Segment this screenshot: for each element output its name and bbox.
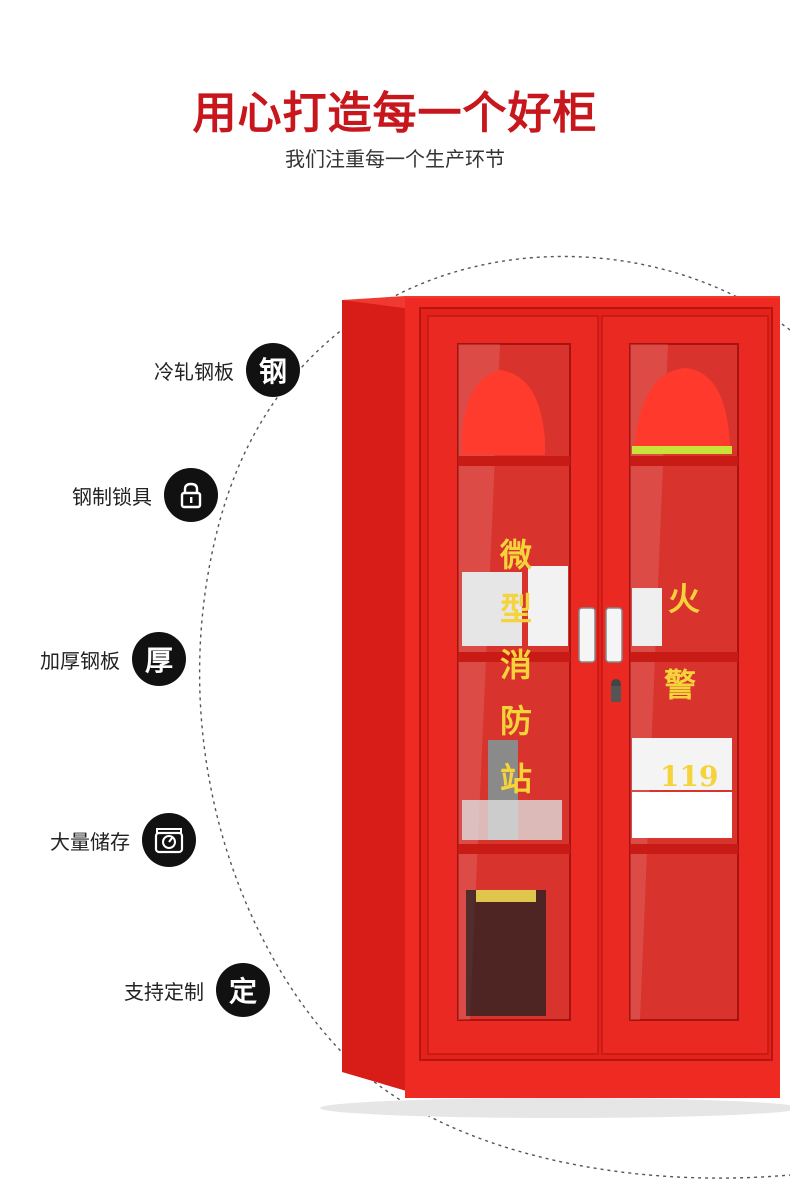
left-door-char-4: 防 — [500, 702, 532, 740]
steel-icon: 钢 — [246, 343, 300, 397]
right-door-number: 119 — [660, 760, 718, 793]
feature-label: 加厚钢板 — [40, 648, 120, 673]
left-door-char-3: 消 — [500, 646, 532, 684]
thick-icon: 厚 — [132, 632, 186, 686]
right-door-char-2: 警 — [664, 666, 696, 704]
left-door-char-1: 微 — [499, 536, 532, 574]
feature-cold-rolled-steel: 冷轧钢板 钢 — [154, 342, 300, 398]
feature-label: 钢制锁具 — [72, 484, 152, 509]
page-subtitle: 我们注重每一个生产环节 — [285, 147, 505, 171]
page-title: 用心打造每一个好柜 — [192, 88, 598, 139]
feature-label: 大量储存 — [50, 829, 130, 854]
feature-steel-lock: 钢制锁具 — [72, 467, 218, 523]
feature-label: 支持定制 — [124, 979, 204, 1004]
scale-icon — [142, 813, 196, 867]
right-door-char-1: 火 — [668, 580, 700, 618]
feature-label: 冷轧钢板 — [154, 359, 234, 384]
feature-customizable: 支持定制 定 — [124, 962, 270, 1018]
custom-icon: 定 — [216, 963, 270, 1017]
lock-icon — [164, 468, 218, 522]
left-door-char-2: 型 — [500, 590, 532, 628]
left-door-char-5: 站 — [500, 760, 532, 798]
feature-thick-steel: 加厚钢板 厚 — [40, 631, 186, 687]
feature-large-storage: 大量储存 — [50, 812, 196, 868]
